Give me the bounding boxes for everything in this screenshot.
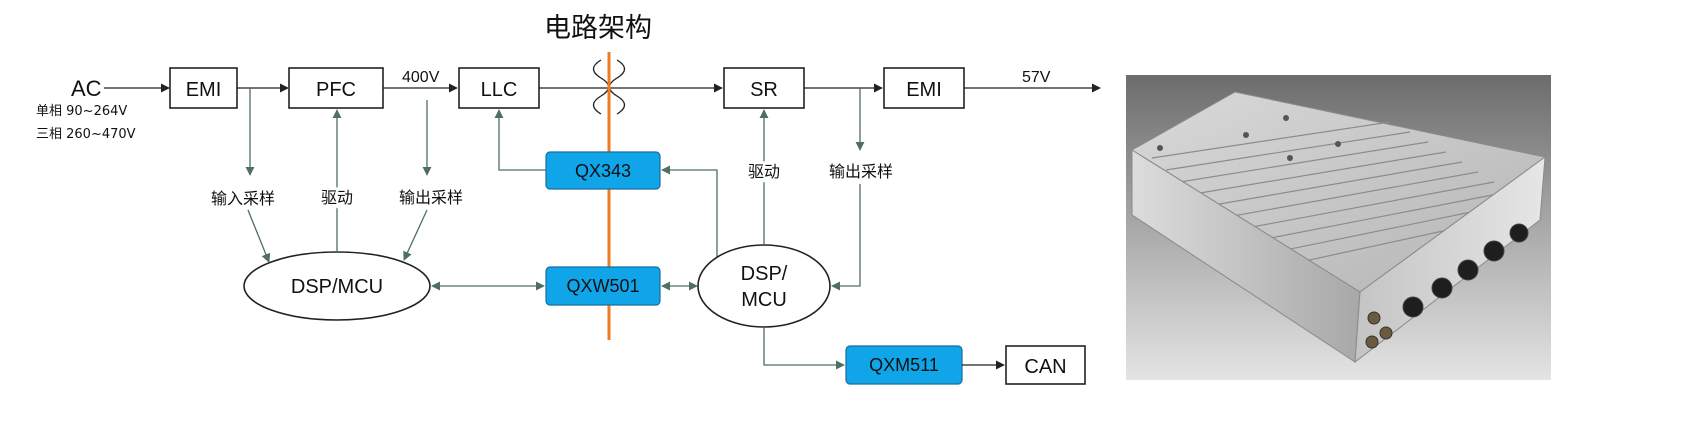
output-sampling-right-label: 输出采样 [829,162,893,181]
diagram-title: 电路架构 [544,13,652,44]
can-label: CAN [1024,356,1066,378]
transformer-primary-coil [592,59,610,115]
qxw501-chip [545,266,661,306]
drive-left-label: 驱动 [321,188,353,207]
single-phase-range: 单相 90~264V [36,104,127,119]
sr-block [723,67,805,109]
can-block [1005,345,1086,385]
emi-output-label: EMI [906,79,942,101]
sr-label: SR [750,79,778,101]
llc-label: LLC [481,79,518,101]
dsp-mcu-left-label: DSP/MCU [291,276,383,298]
power-module-photo [1126,75,1551,380]
dsp-right-to-qx343-line [661,165,718,258]
input-sampling-to-dsp-line [247,209,271,263]
transformer-secondary-coil [608,59,626,115]
qx343-label: QX343 [575,161,631,181]
qxm511-label: QXM511 [869,355,939,375]
three-phase-range: 三相 260~470V [36,127,136,142]
output-voltage-label: 57V [1022,69,1051,86]
emi-input-label: EMI [186,79,222,101]
bus-voltage-label: 400V [402,69,440,86]
dsp-mcu-right [697,244,831,328]
ac-label: AC [71,76,102,101]
dsp-mcu-right-label-line2: MCU [741,289,787,311]
output-sampling-right-to-dsp-line [831,184,861,291]
llc-block [458,67,540,109]
emi-output-block [883,67,965,109]
qxw501-label: QXW501 [566,276,639,296]
pfc-label: PFC [316,79,356,101]
drive-right-label: 驱动 [748,162,780,181]
output-sampling-left-label: 输出采样 [399,188,463,207]
output-sampling-left-to-dsp-line [403,209,428,261]
dsp-mcu-right-label-line1: DSP/ [741,263,788,285]
qx343-to-llc-line [494,109,546,171]
input-sampling-label: 输入采样 [211,189,275,208]
dsp-right-to-qxm511-line [763,327,845,370]
